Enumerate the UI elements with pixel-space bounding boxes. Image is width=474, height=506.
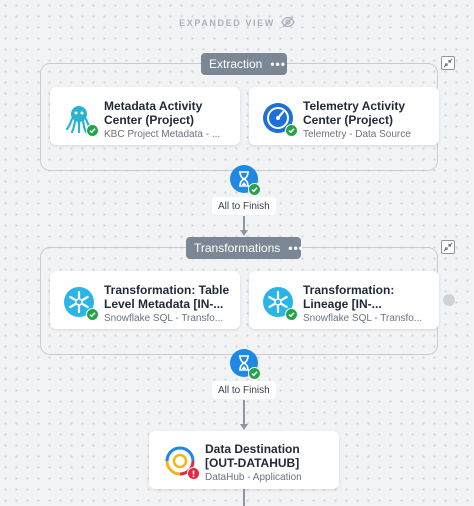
task-title: Transformation: xyxy=(303,283,395,297)
collapse-icon xyxy=(443,242,453,252)
condition-node[interactable] xyxy=(230,165,261,196)
task-subtitle: DataHub - Application xyxy=(205,472,302,483)
snowflake-icon xyxy=(261,285,298,321)
task-card-transformation-lineage[interactable]: Transformation: Lineage [IN-... Snowflak… xyxy=(249,271,439,329)
scroll-handle[interactable] xyxy=(443,294,455,306)
task-card-metadata-activity[interactable]: Metadata Activity Center (Project) KBC P… xyxy=(50,87,240,145)
success-status-icon xyxy=(285,308,298,321)
task-title: Transformation: Table xyxy=(104,283,230,297)
hourglass-icon xyxy=(239,171,249,187)
error-status-icon xyxy=(187,467,200,480)
connector-line xyxy=(243,489,245,506)
task-subtitle: Snowflake SQL - Transfo... xyxy=(104,313,224,324)
task-title: Telemetry Activity xyxy=(303,99,406,113)
task-title: Center (Project) xyxy=(303,113,394,127)
connector-arrow xyxy=(240,230,248,236)
task-title: Center (Project) xyxy=(104,113,195,127)
expanded-view-label: EXPANDED VIEW xyxy=(179,18,275,28)
phase-label-transformations[interactable]: Transformations ••• xyxy=(186,237,304,259)
success-status-icon xyxy=(86,124,99,137)
task-title: Metadata Activity xyxy=(104,99,203,113)
task-title: Lineage [IN-... xyxy=(303,297,382,311)
task-title: [OUT-DATAHUB] xyxy=(205,456,300,470)
connector-line xyxy=(243,400,245,424)
snowflake-icon xyxy=(62,285,99,321)
task-subtitle: Telemetry - Data Source xyxy=(303,129,411,140)
success-status-icon xyxy=(248,183,261,196)
task-title: Level Metadata [IN-... xyxy=(104,297,224,311)
connector-arrow xyxy=(240,424,248,430)
condition-label: All to Finish xyxy=(212,197,276,215)
datahub-icon xyxy=(163,444,200,480)
collapse-phase-transformations-button[interactable] xyxy=(441,240,455,254)
hourglass-icon xyxy=(239,355,249,371)
phase-title: Transformations xyxy=(194,241,281,255)
success-status-icon xyxy=(248,367,261,380)
gauge-icon xyxy=(261,101,298,137)
collapse-phase-extraction-button[interactable] xyxy=(441,56,455,70)
task-subtitle: KBC Project Metadata - ... xyxy=(104,129,221,140)
task-card-data-destination[interactable]: Data Destination [OUT-DATAHUB] DataHub -… xyxy=(149,431,339,489)
success-status-icon xyxy=(285,124,298,137)
expanded-view-header: EXPANDED VIEW xyxy=(0,12,474,34)
task-subtitle: Snowflake SQL - Transfo... xyxy=(303,313,423,324)
phase-title: Extraction xyxy=(209,57,263,71)
collapse-icon xyxy=(443,58,453,68)
octopus-icon xyxy=(62,101,99,137)
phase-menu-icon[interactable]: ••• xyxy=(288,241,304,255)
success-status-icon xyxy=(86,308,99,321)
condition-node[interactable] xyxy=(230,349,261,380)
eye-off-icon[interactable] xyxy=(281,16,295,30)
phase-menu-icon[interactable]: ••• xyxy=(270,57,286,71)
phase-label-extraction[interactable]: Extraction ••• xyxy=(201,53,287,75)
task-card-telemetry-activity[interactable]: Telemetry Activity Center (Project) Tele… xyxy=(249,87,439,145)
connector-line xyxy=(243,216,245,230)
condition-label: All to Finish xyxy=(212,381,276,399)
task-card-transformation-table-level[interactable]: Transformation: Table Level Metadata [IN… xyxy=(50,271,240,329)
task-title: Data Destination xyxy=(205,442,300,456)
